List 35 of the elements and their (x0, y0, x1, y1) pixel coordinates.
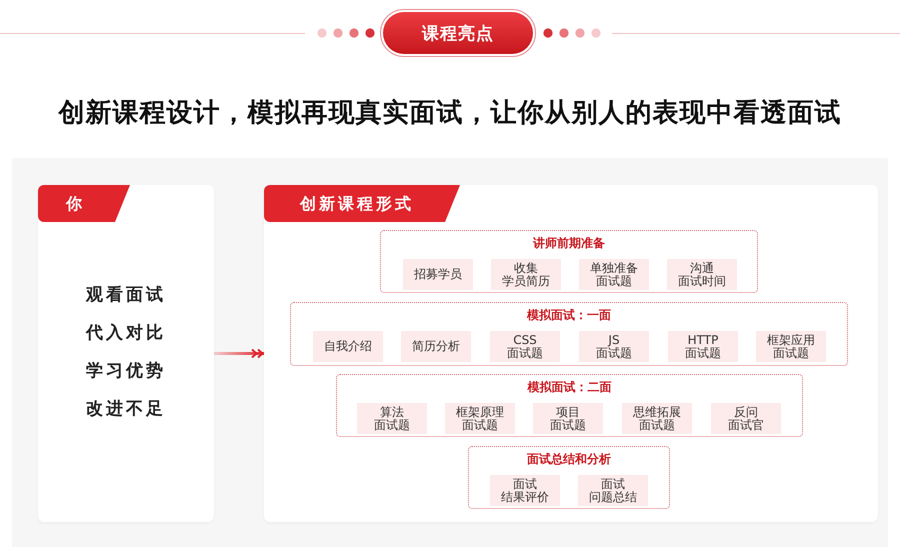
topic-tile: 沟通面试时间 (667, 259, 737, 290)
panel-card (38, 185, 214, 522)
topic-tile: HTTP面试题 (668, 331, 738, 362)
list-item: 代入对比 (86, 322, 166, 345)
topic-tile: 单独准备面试题 (579, 259, 649, 290)
title-pill: 课程亮点 (380, 9, 536, 57)
dotted-group-box (290, 302, 848, 366)
topic-tile: 面试结果评价 (490, 475, 560, 506)
topic-tile: 反问面试官 (711, 403, 781, 434)
list-item: 改进不足 (86, 398, 166, 421)
topic-tile: 招募学员 (403, 259, 473, 290)
topic-tile: 自我介绍 (313, 331, 383, 362)
topic-tile: CSS面试题 (490, 331, 560, 362)
topic-tile: 项目面试题 (533, 403, 603, 434)
panel-card (264, 185, 878, 522)
group-title: 讲师前期准备 (533, 235, 605, 251)
group-title: 面试总结和分析 (527, 451, 611, 467)
group-title: 模拟面试：一面 (527, 307, 611, 323)
headline: 创新课程设计，模拟再现真实面试，让你从别人的表现中看透面试 (58, 97, 842, 130)
topic-tile: 收集学员简历 (491, 259, 561, 290)
list-item: 观看面试 (86, 284, 166, 307)
dotted-group-box (380, 230, 758, 293)
list-item: 学习优势 (86, 360, 166, 383)
heading-tab: 创新课程形式 (264, 185, 460, 222)
heading-tab: 你 (38, 185, 130, 222)
dotted-group-box (336, 374, 803, 437)
topic-tile: 框架原理面试题 (445, 403, 515, 434)
topic-tile: 框架应用面试题 (756, 331, 826, 362)
topic-tile: 算法面试题 (357, 403, 427, 434)
topic-tile: JS面试题 (579, 331, 649, 362)
dotted-group-box (468, 446, 670, 509)
group-title: 模拟面试：二面 (528, 379, 612, 395)
topic-tile: 思维拓展面试题 (622, 403, 692, 434)
topic-tile: 简历分析 (401, 331, 471, 362)
topic-tile: 面试问题总结 (578, 475, 648, 506)
